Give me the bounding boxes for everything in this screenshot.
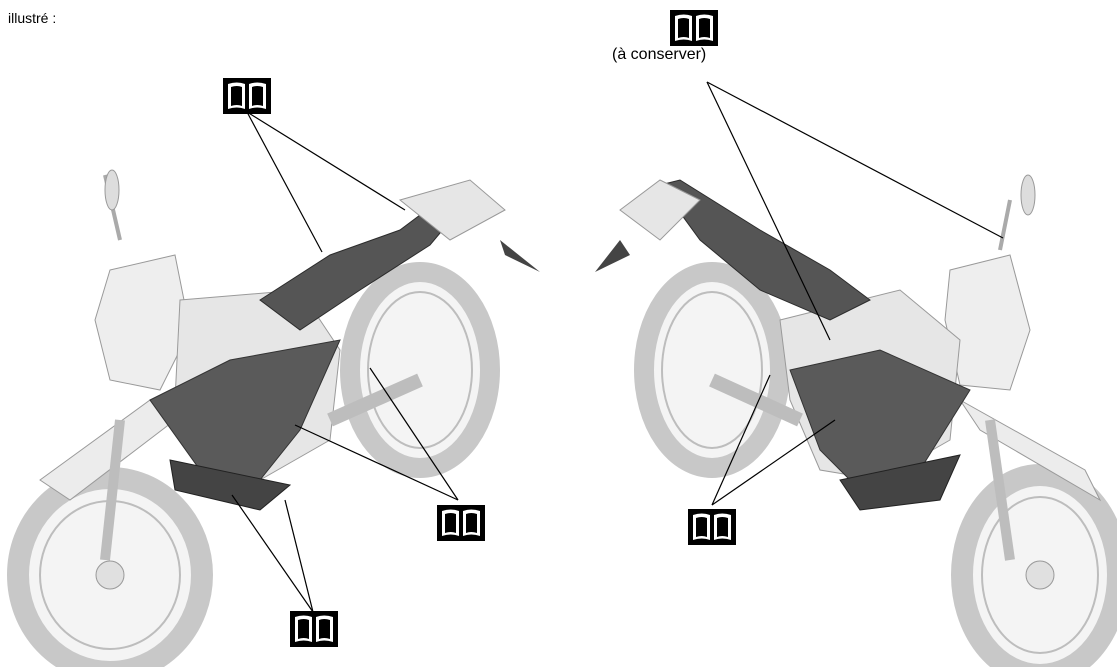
manual-book-icon bbox=[223, 78, 271, 114]
keep-note: (à conserver) bbox=[612, 46, 707, 63]
left-rear-wheel bbox=[340, 262, 500, 478]
left-motorcycle bbox=[7, 169, 540, 667]
right-skid-plate bbox=[839, 454, 961, 511]
left-skid-plate bbox=[169, 459, 292, 511]
right-motorcycle bbox=[595, 174, 1117, 667]
manual-book-icon bbox=[290, 611, 338, 647]
right-rear-wheel bbox=[634, 262, 790, 478]
leader-lines bbox=[231, 81, 1004, 613]
left-windshield bbox=[94, 254, 191, 391]
right-windshield bbox=[944, 254, 1031, 391]
caption-text: illustré : bbox=[8, 10, 57, 26]
manual-book-icon bbox=[437, 505, 485, 541]
manual-book-icon bbox=[688, 509, 736, 545]
manual-book-icon bbox=[670, 10, 718, 46]
right-seat bbox=[659, 179, 871, 321]
right-front-wheel bbox=[951, 464, 1117, 667]
